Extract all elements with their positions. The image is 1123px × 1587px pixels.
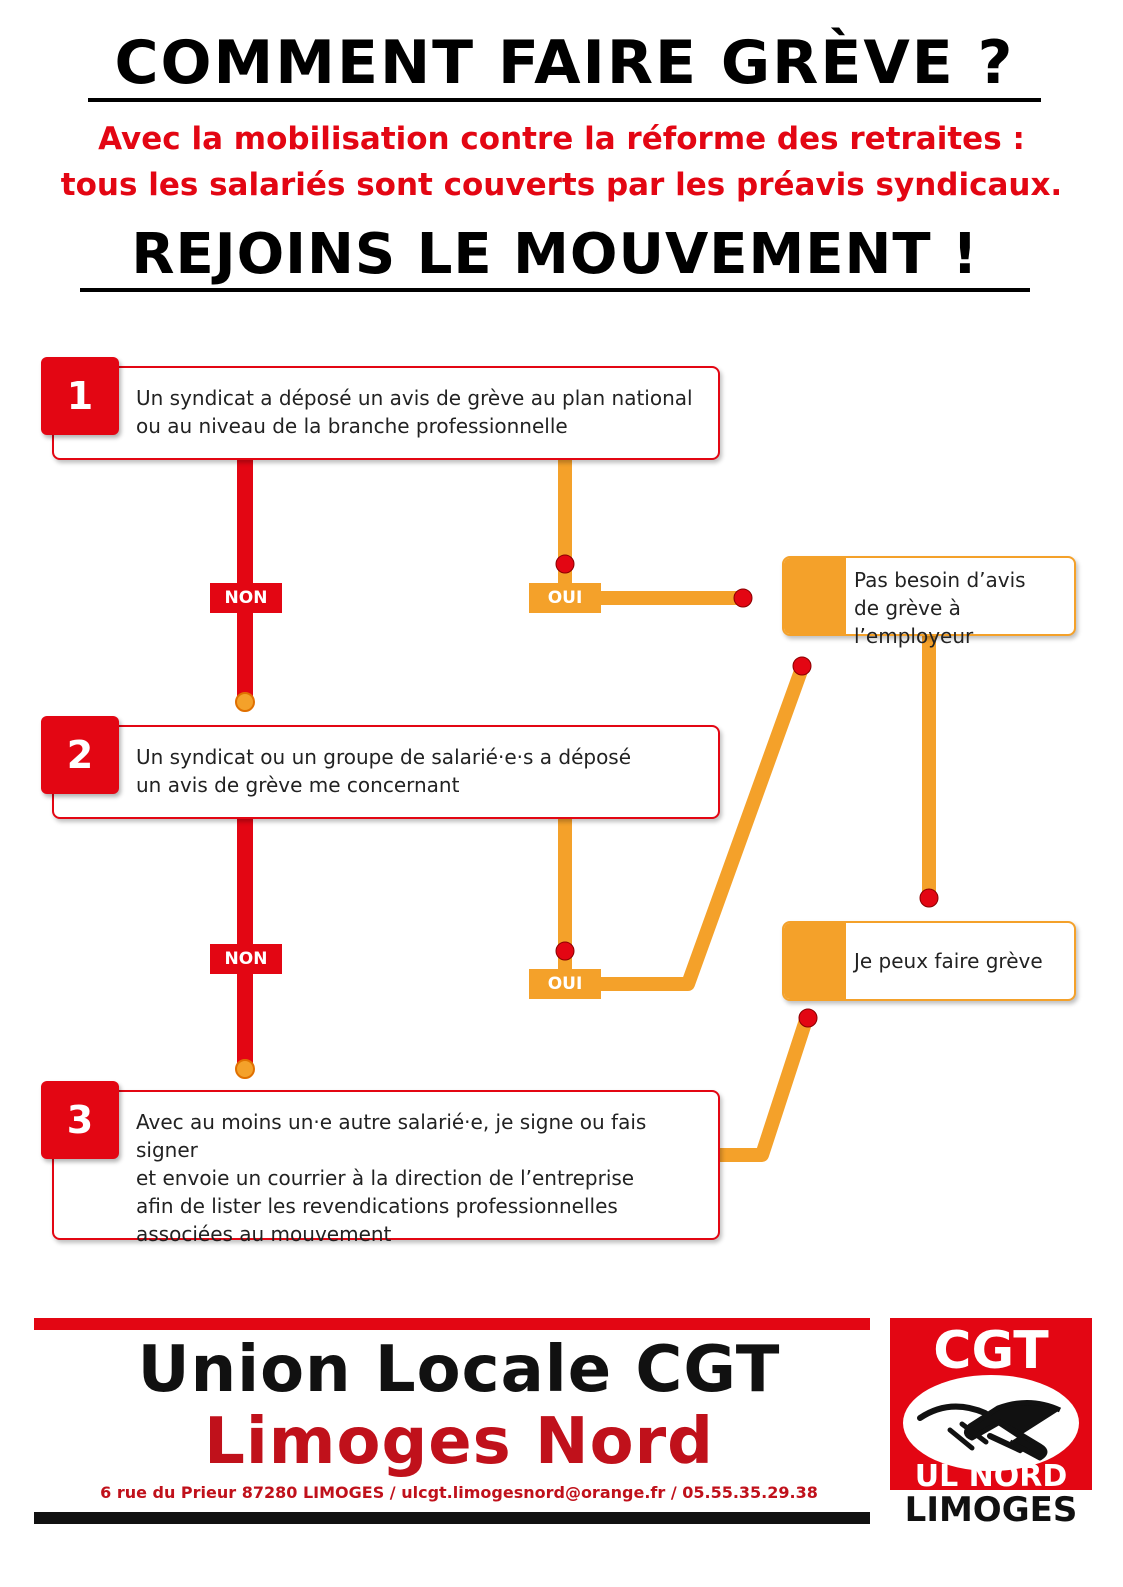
- connector-dot: [235, 1059, 255, 1079]
- footer-bottom-bar: [34, 1512, 870, 1524]
- outcome-no-notice-box: Pas besoin d’avis de grève à l’employeur: [782, 556, 1076, 648]
- outcome-marker: [784, 558, 846, 634]
- logo-limoges-text: LIMOGES: [890, 1490, 1092, 1530]
- connector-dot: [235, 692, 255, 712]
- outcome-no-notice-text: Pas besoin d’avis de grève à l’employeur: [854, 568, 1026, 648]
- connector-dot: [919, 888, 939, 908]
- subtitle: Avec la mobilisation contre la réforme d…: [20, 116, 1103, 208]
- org-name: Union Locale CGT: [137, 1333, 781, 1407]
- step-2-box: Un syndicat ou un groupe de salarié·e·s …: [52, 725, 720, 819]
- handshake-icon: [903, 1375, 1079, 1471]
- connector-dot: [733, 588, 753, 608]
- subtitle-line2: tous les salariés sont couverts par les …: [60, 167, 1063, 203]
- connector-dot: [555, 941, 575, 961]
- no-label: NON: [210, 583, 282, 613]
- subtitle-line1: Avec la mobilisation contre la réforme d…: [98, 121, 1025, 157]
- footer-top-bar: [34, 1318, 870, 1330]
- step-2-number: 2: [41, 716, 119, 794]
- connector-dot: [555, 554, 575, 574]
- yes-connector-1: [558, 458, 740, 605]
- step-1-text: Un syndicat a déposé un avis de grève au…: [136, 386, 693, 438]
- outcome-marker: [784, 923, 846, 999]
- connector-dot: [792, 656, 812, 676]
- step-1-box: Un syndicat a déposé un avis de grève au…: [52, 366, 720, 460]
- no-label: NON: [210, 944, 282, 974]
- step-3-text: Avec au moins un·e autre salarié·e, je s…: [136, 1110, 647, 1246]
- contact-info: 6 rue du Prieur 87280 LIMOGES / ulcgt.li…: [100, 1483, 818, 1502]
- step3-to-strike-connector: [718, 1017, 813, 1162]
- org-location: Limoges Nord: [204, 1405, 714, 1479]
- step-3-box: Avec au moins un·e autre salarié·e, je s…: [52, 1090, 720, 1246]
- cgt-logo: CGT UL NORD: [890, 1318, 1092, 1523]
- yes-label: OUI: [529, 583, 601, 613]
- yes-connector-2: [558, 665, 809, 991]
- step-2-text: Un syndicat ou un groupe de salarié·e·s …: [136, 745, 632, 797]
- logo-ul-nord-text: UL NORD: [914, 1459, 1068, 1494]
- page-title: COMMENT FAIRE GRÈVE ?: [88, 28, 1041, 102]
- step-1-number: 1: [41, 357, 119, 435]
- logo-cgt-text: CGT: [933, 1321, 1049, 1381]
- outcome-strike-text: Je peux faire grève: [854, 949, 1043, 973]
- connector-dot: [798, 1008, 818, 1028]
- yes-label: OUI: [529, 969, 601, 999]
- call-to-action: REJOINS LE MOUVEMENT !: [80, 222, 1030, 292]
- flowchart-connectors: [235, 458, 939, 1162]
- step-3-number: 3: [41, 1081, 119, 1159]
- outcome-strike-box: Je peux faire grève: [782, 921, 1076, 1001]
